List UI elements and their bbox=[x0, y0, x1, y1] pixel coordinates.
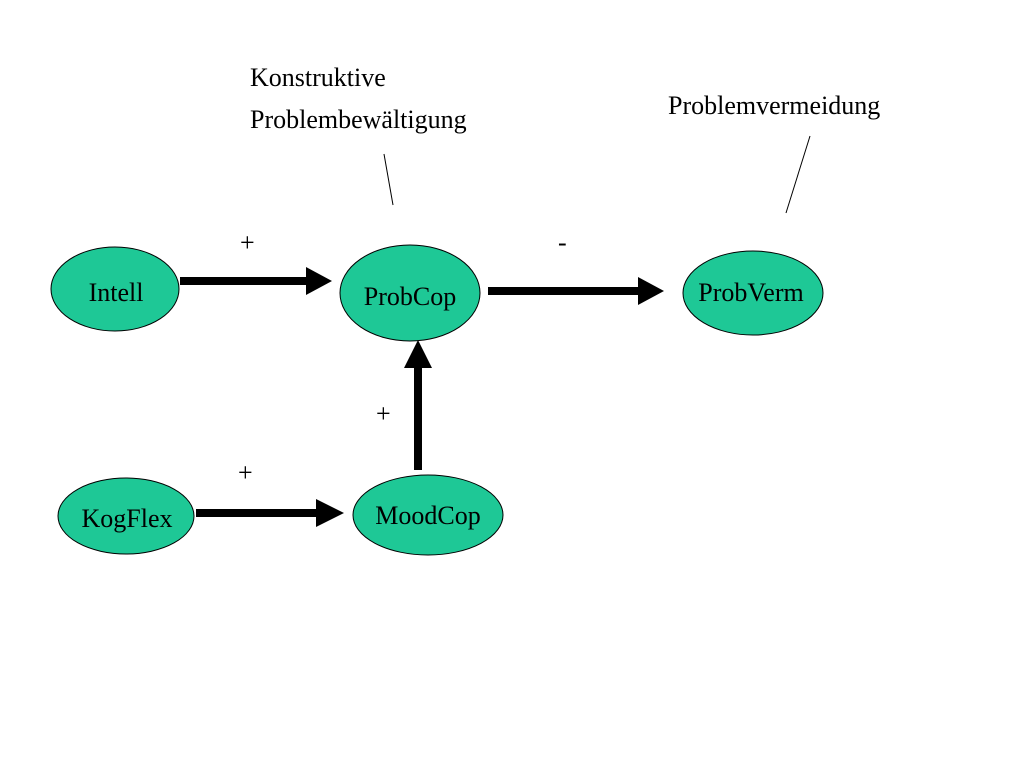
annotation-probcop-line2: Problembewältigung bbox=[250, 105, 467, 134]
annotation-probcop-line1: Konstruktive bbox=[250, 63, 386, 92]
annotation-probverm: Problemvermeidung bbox=[668, 91, 880, 120]
edge-sign-moodcop-probcop: + bbox=[376, 399, 391, 428]
edge-sign-kogflex-moodcop: + bbox=[238, 458, 253, 487]
node-kogflex-label: KogFlex bbox=[82, 504, 173, 533]
node-kogflex: KogFlex bbox=[57, 477, 195, 555]
node-probcop-label: ProbCop bbox=[364, 282, 456, 311]
node-intell: Intell bbox=[50, 246, 180, 332]
edge-intell-probcop bbox=[180, 267, 332, 295]
node-probverm-label: ProbVerm bbox=[698, 278, 803, 307]
edge-sign-probcop-probverm: - bbox=[558, 228, 567, 257]
node-probcop: ProbCop bbox=[339, 244, 481, 342]
edge-moodcop-probcop bbox=[404, 340, 432, 470]
node-probverm: ProbVerm bbox=[682, 250, 824, 336]
leader-line-probverm bbox=[785, 135, 811, 214]
node-moodcop: MoodCop bbox=[352, 474, 504, 556]
leader-line-probcop bbox=[383, 153, 394, 206]
node-intell-label: Intell bbox=[89, 278, 144, 307]
node-moodcop-label: MoodCop bbox=[375, 501, 480, 530]
edge-sign-intell-probcop: + bbox=[240, 228, 255, 257]
edge-probcop-probverm bbox=[488, 277, 664, 305]
edge-kogflex-moodcop bbox=[196, 499, 344, 527]
